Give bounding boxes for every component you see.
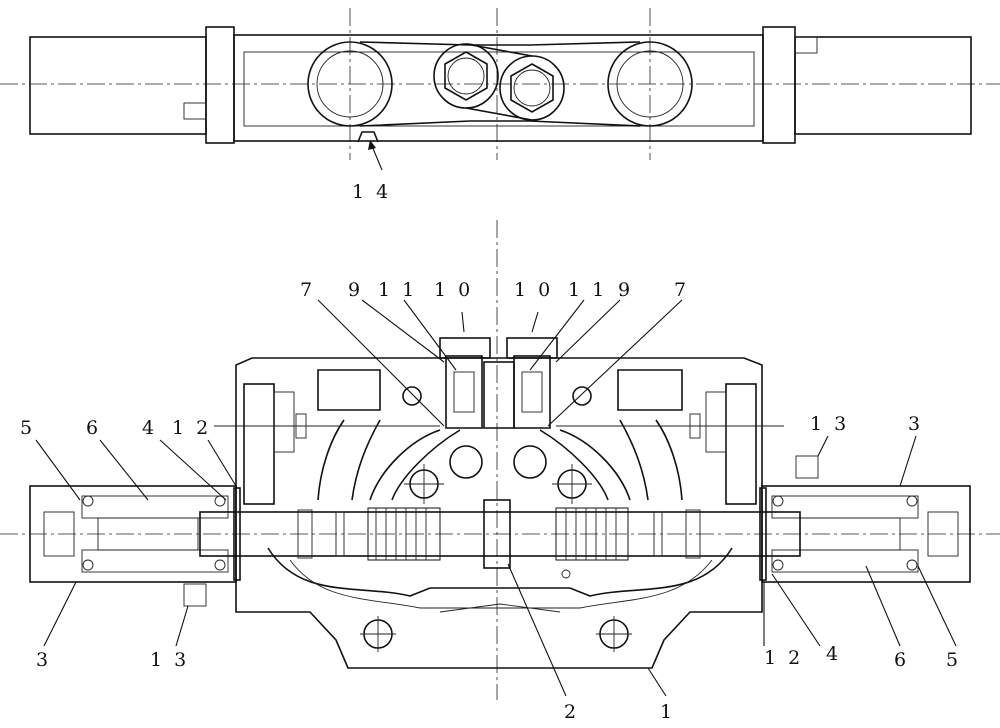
callout-11-left: 1 1 [378,279,417,301]
callout-5-left: 5 [20,417,35,439]
section-view [0,220,1000,700]
callout-3-left: 3 [36,649,51,671]
spool-lands [297,499,701,569]
callout-10-left: 1 0 [434,279,473,301]
callout-13-left: 1 3 [150,649,189,671]
callout-4-right: 4 [826,643,841,665]
callout-13-right: 1 3 [810,413,849,435]
leader-lines [35,299,957,697]
callout-6-right: 6 [894,649,909,671]
callout-12-right: 1 2 [764,647,803,669]
callout-1: 1 [660,701,675,723]
callout-3-right: 3 [908,413,923,435]
callout-9-left: 9 [348,279,363,301]
callout-6-left: 6 [86,417,101,439]
callout-7-right: 7 [674,279,689,301]
callout-12-left: 1 2 [172,417,211,439]
top-view [0,8,1000,171]
callout-9-right: 9 [618,279,633,301]
callout-4-left: 4 [142,417,157,439]
callout-10-right: 1 0 [514,279,553,301]
callout-5-right: 5 [946,649,961,671]
callout-7-left: 7 [300,279,315,301]
callout-14: 1 4 [352,181,391,203]
callout-2: 2 [564,701,579,723]
callout-11-right: 1 1 [568,279,607,301]
